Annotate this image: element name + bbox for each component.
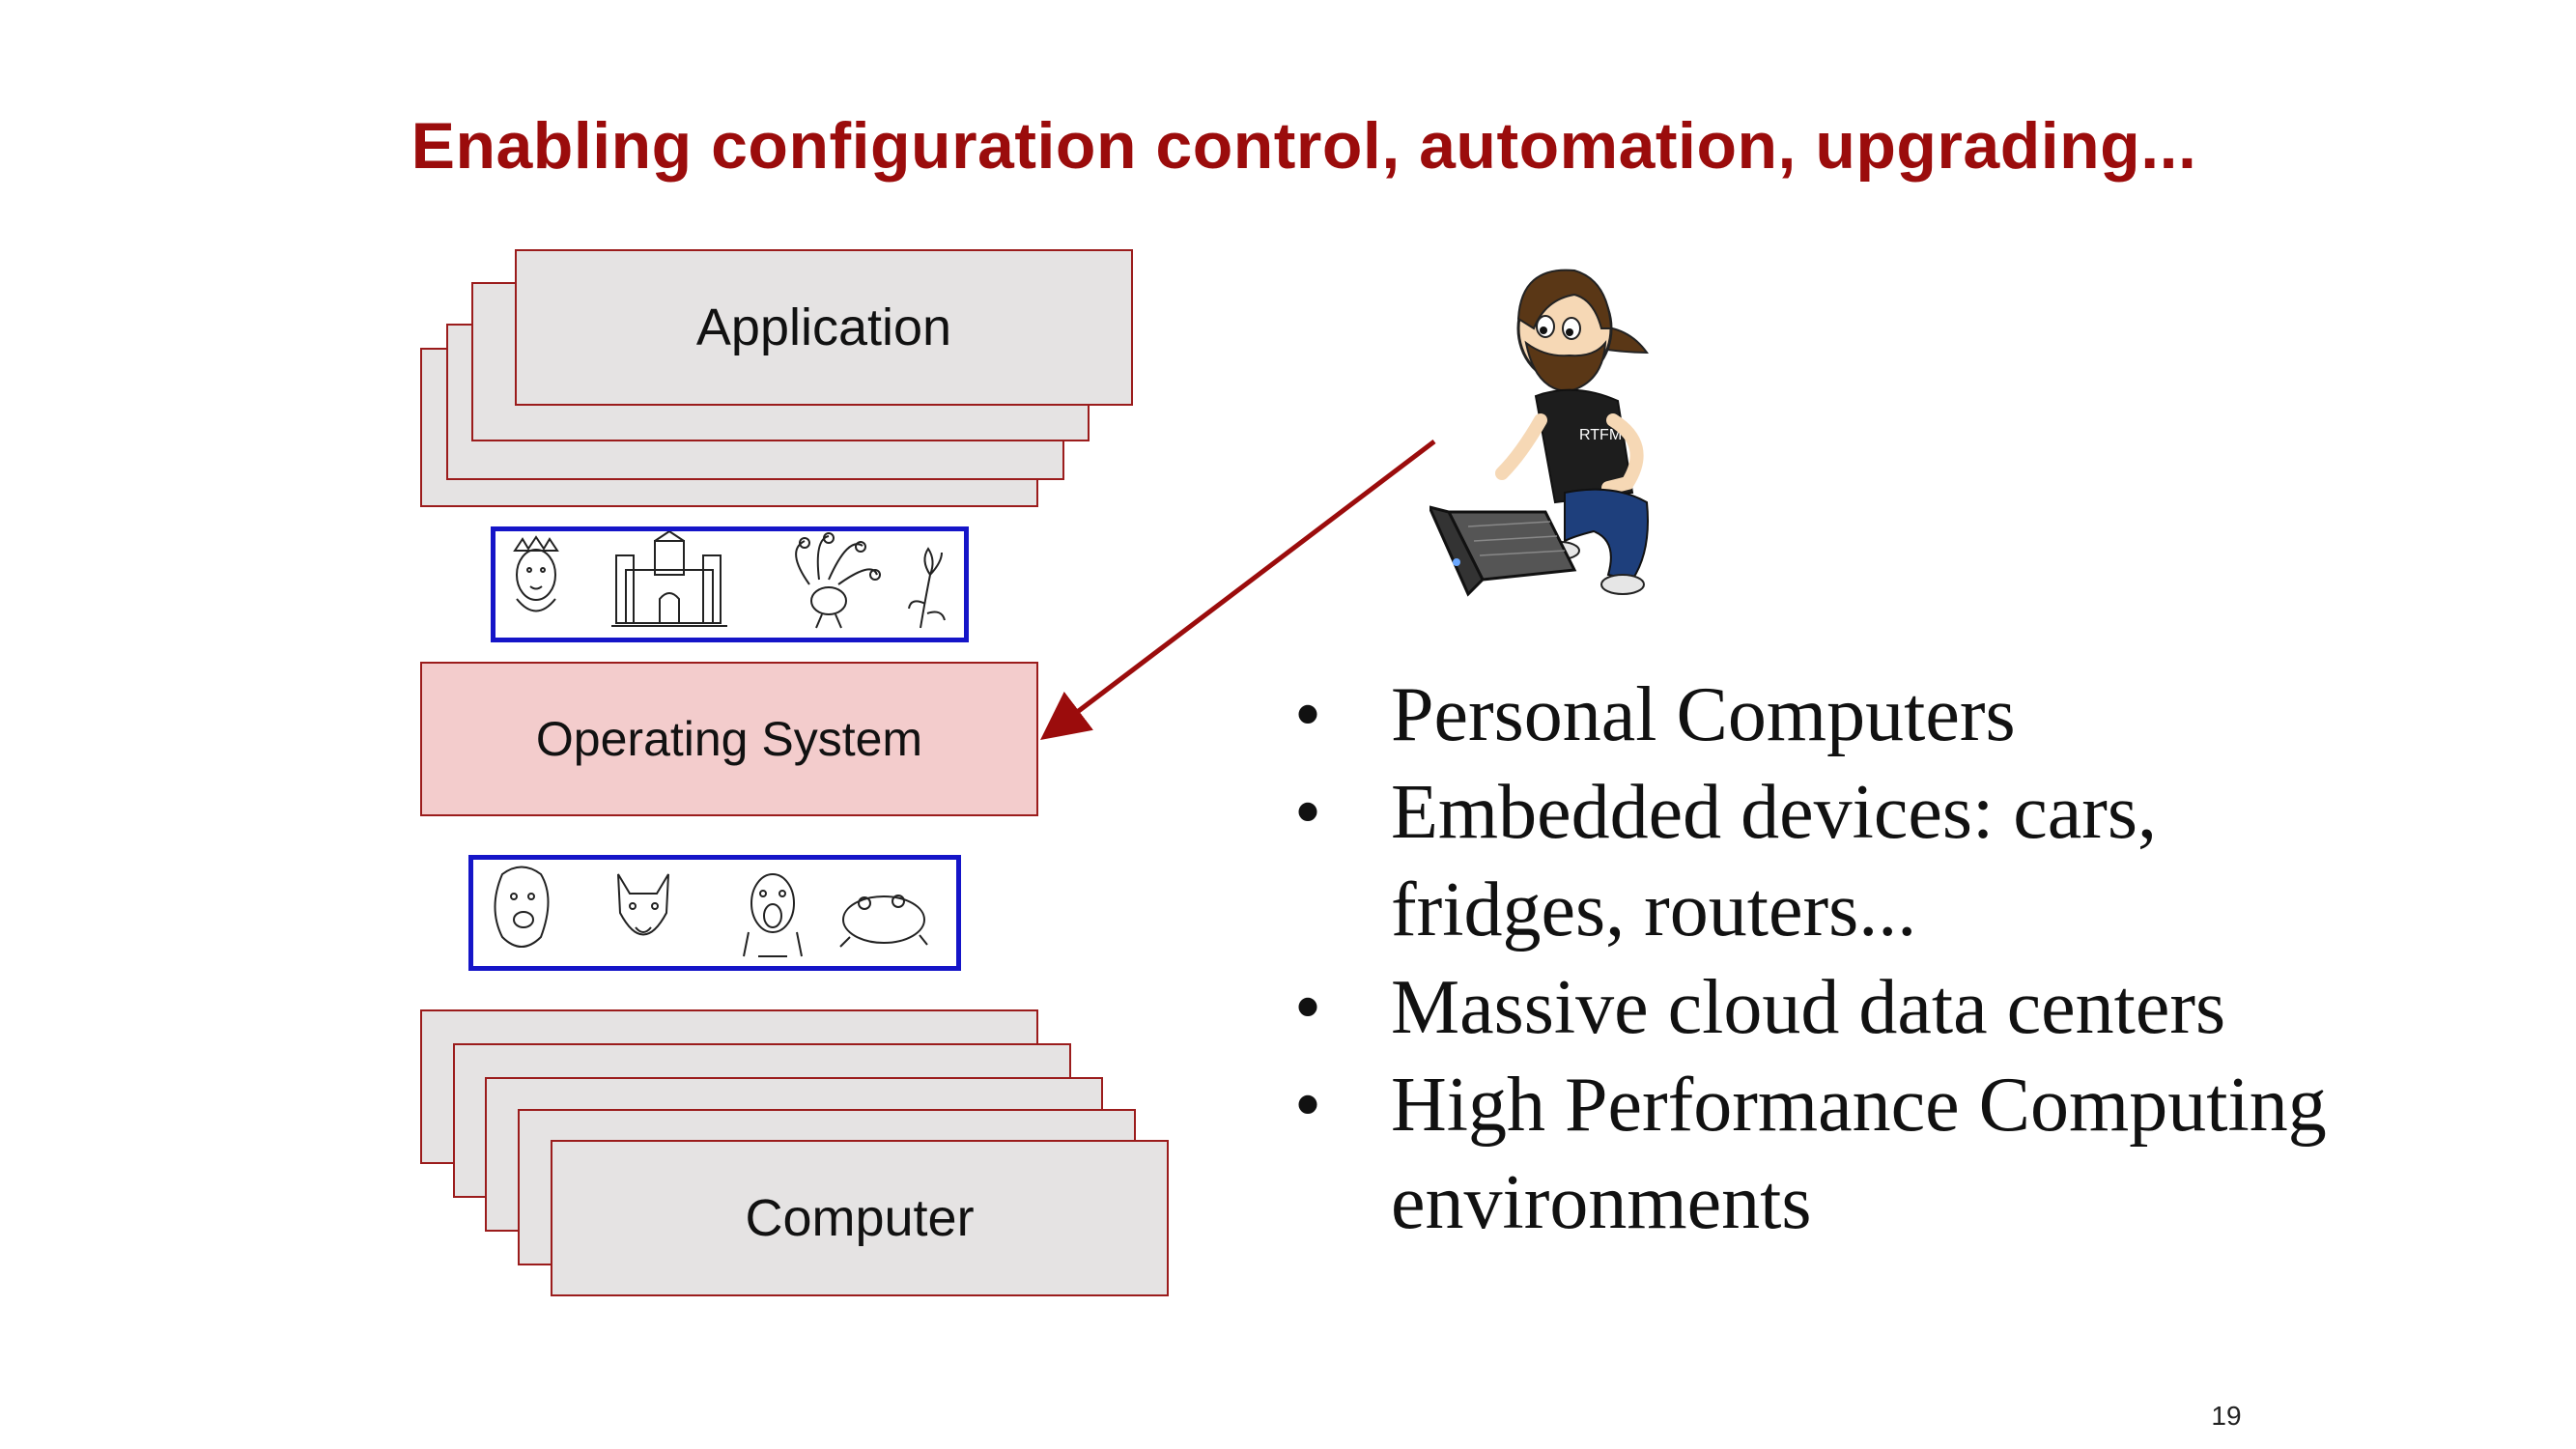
computer-card: Computer: [551, 1140, 1169, 1296]
page-number: 19: [2211, 1401, 2242, 1431]
bullet-text: Massive cloud data centers: [1391, 965, 2226, 1050]
slide-title: Enabling configuration control, automati…: [410, 109, 2197, 183]
bullet-text: Embedded devices: cars, fridges, routers…: [1391, 770, 2158, 952]
bullet-text: Personal Computers: [1391, 672, 2016, 757]
bullet-item: •Personal Computers: [1294, 672, 2016, 757]
bullet-item: •Massive cloud data centers: [1294, 965, 2226, 1050]
operating-system-label: Operating System: [535, 712, 923, 766]
shirt-text: RTFM: [1579, 427, 1622, 443]
toad-icon: [839, 895, 928, 948]
upper-icon-strip: [491, 526, 969, 642]
bullet-list: •Personal Computers •Embedded devices: c…: [1294, 667, 2405, 1252]
bullet-item: •Embedded devices: cars, fridges, router…: [1294, 770, 2158, 952]
user-with-laptop-figure: RTFM: [1430, 269, 1649, 597]
queen-icon: [513, 535, 559, 612]
computer-label: Computer: [745, 1189, 975, 1247]
bullet-item: •High Performance Computing environments: [1294, 1063, 2327, 1245]
application-label: Application: [695, 298, 952, 356]
application-card: Application: [515, 249, 1133, 406]
operating-system-card: Operating System: [420, 662, 1038, 816]
screaming-man-icon: [743, 873, 803, 957]
dog-icon: [617, 873, 669, 936]
castle-icon: [611, 531, 727, 627]
flower-icon: [908, 547, 946, 629]
lower-icon-strip: [468, 855, 961, 971]
shouting-face-icon: [494, 866, 550, 948]
bullet-text: High Performance Computing environments: [1391, 1063, 2327, 1245]
peacock-icon: [795, 532, 881, 629]
